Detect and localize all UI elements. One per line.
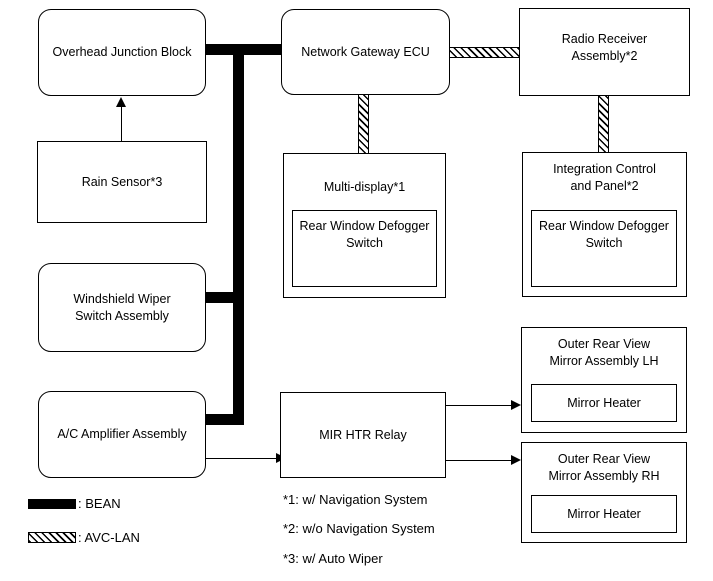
node-integration-control-line2: and Panel*2 — [570, 178, 639, 193]
node-windshield-wiper-switch-assembly[interactable]: Windshield Wiper Switch Assembly — [38, 263, 206, 352]
node-mirror-lh-heater-label: Mirror Heater — [567, 395, 641, 410]
node-radio-receiver-line2: Assembly*2 — [571, 48, 638, 63]
node-windshield-wiper-switch-assembly-label: Windshield Wiper Switch Assembly — [73, 291, 170, 324]
legend-bean: : BEAN — [28, 496, 121, 511]
node-rain-sensor-label: Rain Sensor*3 — [81, 174, 163, 189]
connector-relay-to-mirror-lh — [446, 405, 516, 407]
node-overhead-junction-block[interactable]: Overhead Junction Block — [38, 9, 206, 96]
node-ac-amplifier-assembly-label: A/C Amplifier Assembly — [57, 427, 187, 442]
node-radio-receiver-assembly[interactable]: Radio Receiver Assembly*2 — [519, 8, 690, 96]
bean-stub-windshield-wiper-switch — [203, 292, 243, 303]
node-mirror-rh-line1: Outer Rear View — [557, 452, 651, 466]
node-mirror-lh-heater[interactable]: Mirror Heater — [531, 384, 677, 422]
avclan-link-gateway-to-multidisplay — [358, 91, 369, 156]
legend-bean-label: : BEAN — [78, 496, 121, 511]
node-windshield-wiper-line1: Windshield Wiper — [73, 292, 171, 306]
multi-display-defogger-line1: Rear Window — [299, 219, 375, 233]
node-mirror-rh-heater[interactable]: Mirror Heater — [531, 495, 677, 533]
connector-rain-sensor-to-junction-block — [121, 105, 123, 141]
avclan-swatch-icon — [28, 532, 76, 543]
node-windshield-wiper-line2: Switch Assembly — [75, 308, 169, 323]
integration-control-defogger-line1: Rear Window — [539, 219, 615, 233]
bean-bus-trunk — [233, 44, 244, 425]
node-integration-control-line1: Integration Control — [553, 162, 656, 176]
avclan-link-gateway-to-radio — [447, 47, 522, 58]
arrowhead-relay-to-mirror-lh — [511, 400, 521, 410]
node-mirror-rh-line2: Mirror Assembly RH — [548, 468, 660, 483]
footnote-1: *1: w/ Navigation System — [283, 492, 428, 507]
node-mirror-rh-heater-label: Mirror Heater — [567, 506, 641, 521]
node-multi-display-label: Multi-display*1 — [323, 180, 406, 194]
node-mir-htr-relay-label: MIR HTR Relay — [319, 427, 407, 442]
connector-ac-amplifier-to-relay — [206, 458, 280, 460]
bean-swatch-icon — [28, 498, 76, 509]
node-mirror-lh-line1: Outer Rear View — [557, 337, 651, 351]
footnote-2: *2: w/o Navigation System — [283, 521, 435, 536]
footnote-3: *3: w/ Auto Wiper — [283, 551, 383, 566]
node-multi-display-rear-window-defogger-switch[interactable]: Rear Window Defogger Switch — [292, 210, 437, 287]
multi-display-defogger-line2: Defogger Switch — [346, 219, 430, 250]
node-network-gateway-ecu-label: Network Gateway ECU — [301, 44, 430, 59]
integration-control-defogger-line2: Defogger Switch — [585, 219, 669, 250]
connector-relay-to-mirror-rh — [446, 460, 516, 462]
node-network-gateway-ecu[interactable]: Network Gateway ECU — [281, 9, 450, 95]
node-overhead-junction-block-label: Overhead Junction Block — [52, 45, 192, 60]
arrowhead-relay-to-mirror-rh — [511, 455, 521, 465]
bean-stub-network-gateway-ecu — [240, 44, 285, 55]
node-mir-htr-relay[interactable]: MIR HTR Relay — [280, 392, 446, 478]
node-ac-amplifier-assembly[interactable]: A/C Amplifier Assembly — [38, 391, 206, 478]
bean-stub-overhead-junction-block — [203, 44, 241, 55]
arrowhead-rain-sensor-to-junction-block — [116, 97, 126, 107]
legend-avclan-label: : AVC-LAN — [78, 530, 140, 545]
node-rain-sensor[interactable]: Rain Sensor*3 — [37, 141, 207, 223]
node-mirror-lh-line2: Mirror Assembly LH — [549, 353, 659, 368]
avclan-link-radio-to-integration — [598, 93, 609, 155]
legend-avclan: : AVC-LAN — [28, 530, 140, 545]
node-integration-control-rear-window-defogger-switch[interactable]: Rear Window Defogger Switch — [531, 210, 677, 287]
node-radio-receiver-line1: Radio Receiver — [561, 32, 648, 46]
bean-stub-ac-amplifier — [203, 414, 243, 425]
